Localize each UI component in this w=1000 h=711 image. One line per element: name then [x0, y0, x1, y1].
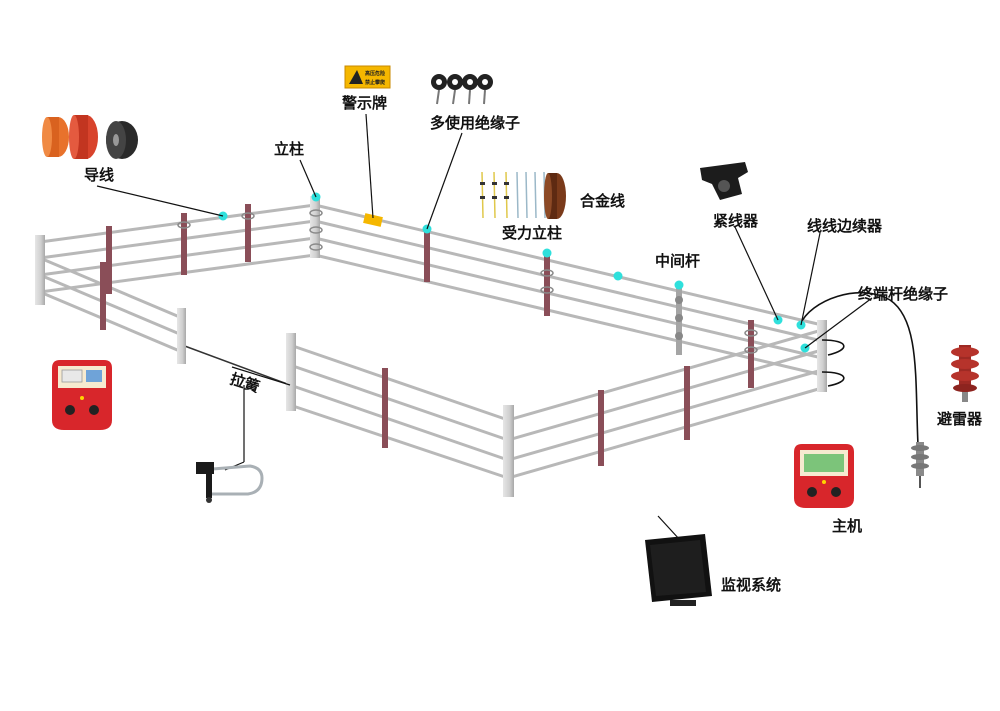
- energizer-left: [52, 360, 112, 430]
- monitor-product: [645, 515, 712, 606]
- label-tensioner: 紧线器: [713, 212, 759, 230]
- energizer-host: [794, 444, 854, 508]
- gate-spring-product: [196, 462, 264, 503]
- post-insulators: [177, 209, 758, 354]
- middle-pole: [675, 283, 683, 355]
- multi-insulators-product: [431, 74, 493, 105]
- fence-warning-sign: [363, 213, 383, 227]
- wood-post: [106, 226, 112, 294]
- concrete-post: [35, 235, 45, 305]
- wire-spools: [42, 115, 138, 159]
- concrete-post: [177, 308, 186, 364]
- insulator-dot: [613, 271, 623, 281]
- label-middle-pole: 中间杆: [655, 252, 701, 270]
- wood-post: [181, 213, 187, 275]
- cables: [799, 291, 919, 446]
- insulator-dot: [542, 248, 552, 258]
- label-warning-sign: 警示牌: [342, 94, 388, 112]
- gate-spring-wire: [181, 344, 291, 386]
- label-terminal-insulator: 终端杆绝缘子: [858, 285, 949, 303]
- lightning-arrester-product: [951, 345, 979, 402]
- insulator-dot: [674, 280, 684, 290]
- sign-line-2: 禁止攀爬: [364, 79, 386, 86]
- label-host: 主机: [832, 517, 863, 535]
- label-wire-connector: 线线边续器: [807, 217, 883, 235]
- alloy-wire-product: [544, 173, 566, 219]
- wood-post: [598, 390, 604, 466]
- small-arrester: [911, 442, 929, 488]
- concrete-post: [503, 405, 514, 497]
- sign-line-1: 高压危险: [365, 70, 386, 77]
- label-alloy-wire: 合金线: [580, 192, 626, 210]
- concrete-post: [817, 320, 827, 392]
- wood-post: [544, 252, 550, 316]
- wood-post: [748, 320, 754, 388]
- label-wire: 导线: [84, 166, 115, 184]
- label-monitor-system: 监视系统: [721, 576, 782, 594]
- label-stress-post: 受力立柱: [502, 224, 563, 242]
- stress-posts-product: [480, 171, 546, 219]
- label-lightning-arrester: 避雷器: [937, 410, 983, 428]
- wood-post: [684, 366, 690, 440]
- leader-lines: [96, 113, 873, 471]
- tensioner-product: [700, 162, 748, 200]
- wood-post: [100, 262, 106, 330]
- label-multi-insulator: 多使用绝缘子: [430, 114, 521, 132]
- wood-posts: [100, 204, 754, 466]
- wood-post: [424, 228, 430, 282]
- label-post: 立柱: [274, 140, 305, 158]
- fence-rails: [39, 203, 823, 480]
- wood-post: [245, 204, 251, 262]
- warning-sign-product: 高压危险 禁止攀爬: [344, 65, 391, 89]
- concrete-post: [286, 333, 296, 411]
- wood-post: [382, 368, 388, 448]
